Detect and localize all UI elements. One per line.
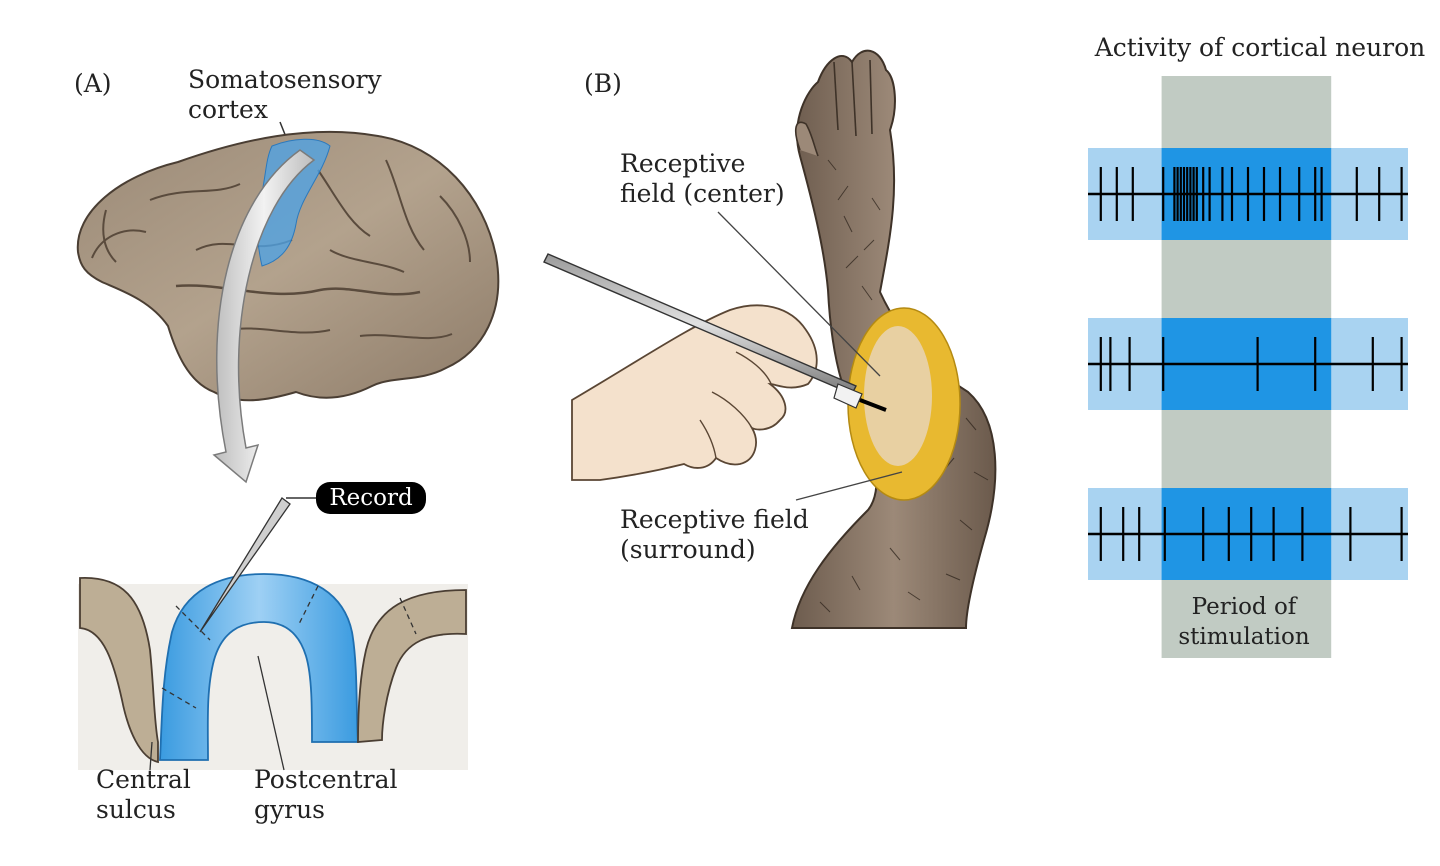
record-label: Record (329, 485, 413, 511)
probe-tip (833, 383, 863, 409)
center-label-line1: Receptive (620, 149, 745, 178)
panel-a-letter: (A) (74, 69, 112, 98)
surround-label-line2: (surround) (620, 535, 756, 564)
activity-title: Activity of cortical neuron (1094, 33, 1426, 62)
activity-panel: Activity of cortical neuron Period of st… (1088, 33, 1425, 658)
sulcus-label-line2: sulcus (96, 795, 176, 824)
brain-illustration (76, 130, 500, 402)
gyrus-label-line2: gyrus (254, 795, 325, 824)
gyrus-label-line1: Postcentral (254, 765, 398, 794)
period-label-line2: stimulation (1178, 624, 1310, 650)
panel-b: (B) (543, 49, 997, 629)
cortex-label-line1: Somatosensory (188, 65, 382, 94)
surround-label-line1: Receptive field (620, 505, 809, 534)
record-badge (316, 482, 426, 514)
trace-3 (1088, 488, 1408, 580)
trace-1 (1088, 148, 1408, 240)
sulcus-label-line1: Central (96, 765, 191, 794)
center-pointer (717, 211, 881, 377)
spike-traces (1088, 148, 1408, 580)
center-label-line2: field (center) (620, 179, 785, 208)
trace-2 (1088, 318, 1408, 410)
panel-a: (A) Somatosensory cortex Record (74, 65, 500, 824)
electrode (199, 497, 291, 633)
probe (543, 253, 857, 395)
cortex-label-line2: cortex (188, 95, 268, 124)
cortex-cross-section (78, 497, 468, 771)
hand-illustration (571, 304, 818, 481)
probe-point (859, 398, 887, 412)
surround-pointer (795, 471, 903, 501)
receptive-field-center (864, 326, 932, 466)
zoom-arrow (212, 149, 316, 484)
period-label-line1: Period of (1192, 594, 1298, 620)
panel-b-letter: (B) (584, 69, 622, 98)
arm-illustration (790, 49, 997, 629)
